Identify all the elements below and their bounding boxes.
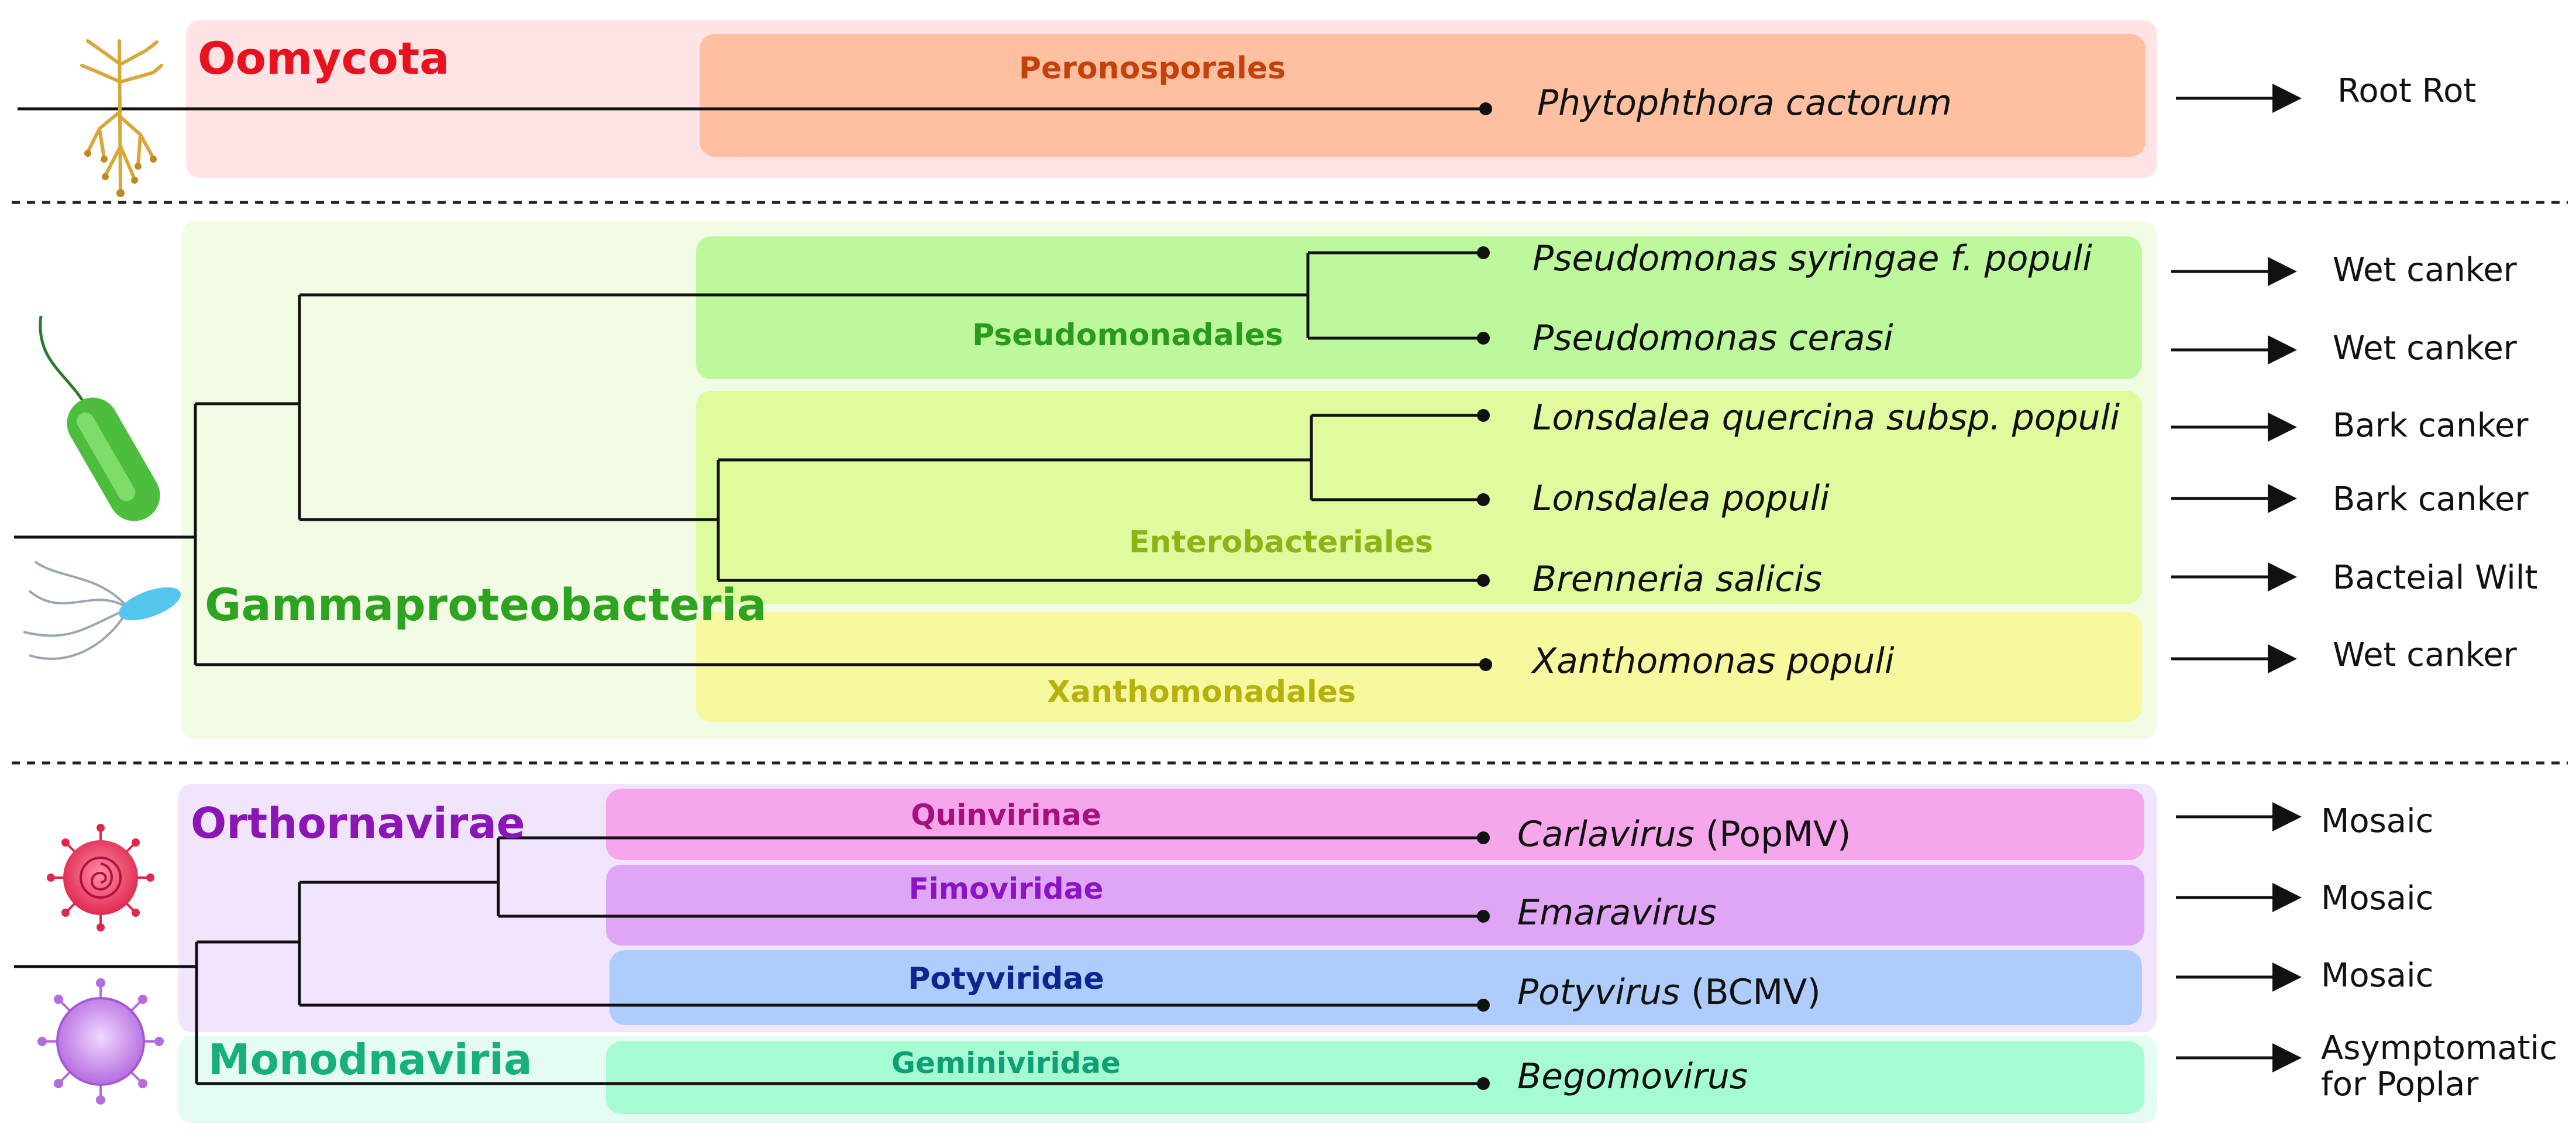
separators <box>12 201 2568 765</box>
order-label-quinvirinae: Quinvirinae <box>911 798 1101 832</box>
disease-label: Mosaic <box>2321 957 2433 995</box>
disease-label: Mosaic <box>2321 802 2433 840</box>
species-label: Brenneria salicis <box>1532 559 1822 600</box>
order-label-xanthomonadales: Xanthomonadales <box>1047 675 1356 710</box>
order-label-fimoviridae: Fimoviridae <box>909 872 1104 906</box>
disease-label: Wet canker <box>2333 636 2518 674</box>
group-label-oomycota: Oomycota <box>198 32 449 84</box>
disease-label: Bark canker <box>2333 480 2529 518</box>
species-label: Pseudomonas syringae f. populi <box>1532 238 2092 279</box>
leaf-dots <box>1477 102 1492 1090</box>
purple-virus-icon <box>37 978 164 1105</box>
enterobacteriales-box <box>696 391 2142 604</box>
order-boxes <box>606 34 2145 1114</box>
disease-label: Mosaic <box>2321 879 2433 917</box>
xanthomonadales-box <box>696 612 2142 722</box>
fimoviridae-box <box>606 865 2144 945</box>
order-label-potyviridae: Potyviridae <box>908 961 1104 996</box>
quinvirinae-box <box>606 789 2144 860</box>
tree-branches <box>14 107 1486 1085</box>
disease-label: Root Rot <box>2337 72 2476 110</box>
order-label-peronosporales: Peronosporales <box>1019 51 1286 86</box>
disease-label: for Poplar <box>2321 1065 2479 1103</box>
order-label-enterobacteriales: Enterobacteriales <box>1129 525 1433 560</box>
species-label: Lonsdalea quercina subsp. populi <box>1532 397 2120 438</box>
disease-arrows <box>2171 84 2302 1072</box>
species-label: Pseudomonas cerasi <box>1532 318 1893 359</box>
disease-label: Wet canker <box>2333 329 2518 367</box>
disease-label: Asymptomatic <box>2321 1029 2557 1067</box>
species-label: Xanthomonas populi <box>1531 641 1895 682</box>
group-label-gammaproteobacteria: Gammaproteobacteria <box>205 579 767 631</box>
species-label: Carlavirus (PopMV) <box>1517 814 1851 855</box>
group-label-orthornavirae: Orthornavirae <box>191 799 525 848</box>
disease-label: Bacteial Wilt <box>2333 559 2537 597</box>
species-label: Lonsdalea populi <box>1532 478 1830 519</box>
order-label-pseudomonadales: Pseudomonadales <box>972 318 1283 353</box>
species-label: Begomovirus <box>1517 1056 1748 1097</box>
group-label-monodnaviria: Monodnaviria <box>208 1035 532 1084</box>
peronosporales-box <box>700 34 2145 157</box>
geminiviridae-box <box>606 1041 2144 1114</box>
disease-label: Wet canker <box>2333 251 2518 289</box>
species-labels: Phytophthora cactorum Pseudomonas syring… <box>1517 82 2120 1097</box>
flagellated-bacterium-icon <box>23 561 181 661</box>
disease-label: Bark canker <box>2333 407 2529 445</box>
pseudomonadales-box <box>696 236 2142 379</box>
species-label: Phytophthora cactorum <box>1537 82 1952 123</box>
potyviridae-box <box>609 950 2142 1025</box>
species-label: Emaravirus <box>1517 892 1717 933</box>
pink-virus-icon <box>47 824 154 931</box>
order-label-geminiviridae: Geminiviridae <box>891 1046 1121 1080</box>
species-label: Potyvirus (BCMV) <box>1517 972 1821 1013</box>
bacterium-rod-icon <box>39 315 160 521</box>
root-icon <box>80 39 163 197</box>
disease-labels: Root Rot Wet canker Wet canker Bark cank… <box>2321 72 2557 1103</box>
